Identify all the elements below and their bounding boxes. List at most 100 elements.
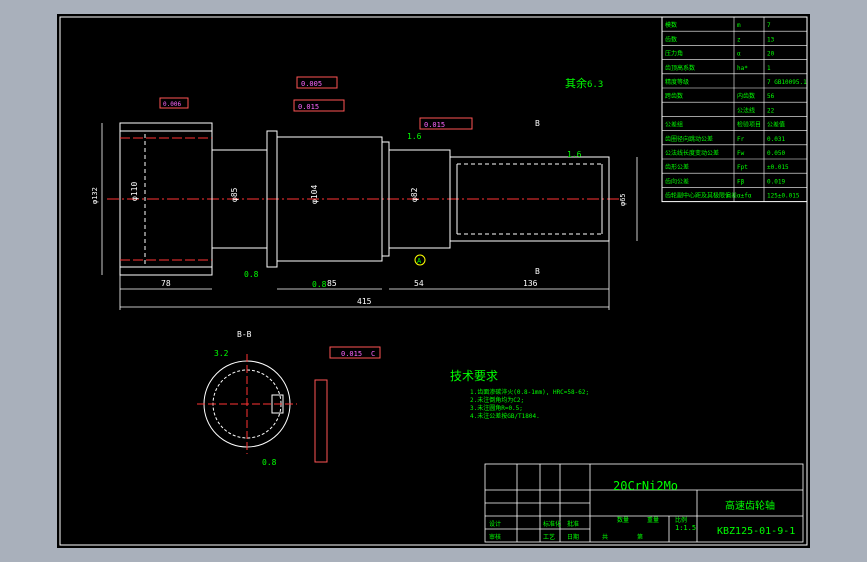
- rough-e: 3.2: [214, 349, 229, 358]
- note-line: 4.未注公差按GB/T1804.: [470, 412, 540, 420]
- dim-85: 85: [327, 279, 337, 288]
- runout-4: 0.006: [163, 101, 181, 108]
- param-cell: 7 GB10095.1: [767, 79, 807, 86]
- dim-d85: φ85: [230, 187, 239, 202]
- tolerance-box-2: [293, 99, 345, 112]
- dim-total-left: φ132: [91, 187, 99, 204]
- param-cell: Fr: [737, 136, 745, 143]
- datum-a: A: [417, 257, 422, 265]
- rough-a: 1.6: [407, 132, 422, 141]
- inner-border: [59, 16, 808, 546]
- param-cell: 内齿数: [737, 92, 755, 100]
- param-cell: 0.031: [767, 136, 785, 143]
- param-cell: 22: [767, 107, 775, 114]
- runout-1: 0.005: [301, 80, 322, 88]
- param-cell: ha*: [737, 65, 748, 72]
- param-cell: 模数: [665, 21, 677, 29]
- param-cell: 20: [767, 51, 775, 58]
- tolerance-box-4: [159, 97, 189, 109]
- param-cell: 公差组: [665, 121, 683, 129]
- param-cell: 13: [767, 36, 775, 43]
- tolerance-box-3: [419, 117, 473, 130]
- param-cell: α±fα: [737, 193, 752, 200]
- param-cell: 56: [767, 93, 775, 100]
- drawing-sheet: 模数 m 7 齿数 z 13 压力角 α 20 齿顶高系数 ha* 1 精度等级 7 GB10095.1 跨…: [57, 14, 810, 548]
- flat-value: 0.015: [341, 350, 362, 358]
- rough-main: 6.3: [587, 80, 603, 90]
- title-block-text: 20CrNi2Mo 高速齿轮轴 KBZ125-01-9-1 1:1.5 比例 重…: [489, 479, 795, 541]
- param-cell: 跨齿数: [665, 92, 683, 100]
- param-cell: Fw: [737, 150, 745, 157]
- param-cell: 精度等级: [665, 78, 689, 86]
- title-block: [484, 463, 804, 543]
- datum-a-circle: [414, 254, 426, 266]
- rough-c: 0.8: [244, 270, 259, 279]
- datum-c: C: [371, 350, 375, 358]
- param-cell: 齿顶高系数: [665, 64, 695, 72]
- of-label: 第: [637, 533, 643, 541]
- tolerance-box-1: [296, 76, 338, 89]
- param-cell: 压力角: [665, 50, 683, 58]
- rough-f: 0.8: [262, 458, 277, 467]
- part-code: KBZ125-01-9-1: [717, 526, 795, 537]
- standard-label: 标准化: [543, 520, 561, 528]
- part-name: 高速齿轮轴: [725, 499, 775, 512]
- param-cell: 0.019: [767, 178, 785, 185]
- parameter-table: 模数 m 7 齿数 z 13 压力角 α 20 齿顶高系数 ha* 1 精度等级 7 GB10095.1 跨…: [661, 16, 808, 203]
- param-cell: 齿圈径向跳动公差: [665, 135, 713, 143]
- material: 20CrNi2Mo: [613, 479, 678, 493]
- section-view: B-B 0.015 C: [197, 330, 381, 463]
- dim-54: 54: [414, 279, 424, 288]
- gear-body: [119, 122, 213, 276]
- sheet-label: 共: [602, 533, 608, 541]
- param-cell: α: [737, 51, 741, 58]
- dimension-lines: [101, 123, 638, 310]
- param-cell: 公法线: [737, 106, 755, 114]
- process-label: 工艺: [543, 533, 555, 541]
- dim-d110: φ110: [130, 182, 139, 201]
- param-cell: m: [737, 22, 741, 29]
- shaft-main-view: [107, 122, 622, 276]
- param-cell: 齿轮副中心距及其极限偏差: [665, 192, 737, 200]
- rough-b: 1.6: [567, 150, 582, 159]
- runout-2: 0.015: [298, 103, 319, 111]
- param-cell: z: [737, 36, 741, 43]
- dim-136: 136: [523, 279, 538, 288]
- param-cell: 125±0.015: [767, 193, 800, 200]
- dim-78: 78: [161, 279, 171, 288]
- param-cell: 0.050: [767, 150, 785, 157]
- notes-title: 技术要求: [450, 369, 498, 383]
- param-cell: ±0.015: [767, 164, 789, 171]
- scale: 1:1.5: [675, 524, 696, 532]
- dim-d65: φ65: [619, 193, 627, 206]
- note-line: 1.齿面渗碳淬火(0.8-1mm), HRC=58-62;: [470, 388, 589, 396]
- param-cell: 公法线长度变动公差: [665, 149, 719, 157]
- ratio-label: 比例: [675, 516, 687, 524]
- param-cell: Fβ: [737, 178, 745, 185]
- flat-tolerance: [329, 346, 381, 359]
- approve-label: 批准: [567, 520, 579, 528]
- param-cell: 齿数: [665, 35, 677, 43]
- count-label: 数量: [617, 516, 629, 524]
- param-cell: 1: [767, 65, 771, 72]
- vertical-tolerance: [314, 379, 328, 463]
- date-label: 日期: [567, 533, 579, 541]
- note-line: 2.未注倒角均为C2;: [470, 396, 524, 404]
- dim-d82: φ82: [410, 187, 419, 202]
- param-cell: 齿形公差: [665, 163, 689, 171]
- param-cell: Fpt: [737, 164, 748, 171]
- technical-notes: 技术要求 1.齿面渗碳淬火(0.8-1mm), HRC=58-62;2.未注倒角…: [450, 369, 589, 420]
- param-cell: 检验项目: [737, 121, 761, 129]
- section-label: B-B: [237, 330, 252, 339]
- runout-3: 0.015: [424, 121, 445, 129]
- param-cell: 公差值: [767, 121, 785, 129]
- rough-d: 0.8: [312, 280, 327, 289]
- param-cell: 齿向公差: [665, 177, 689, 185]
- check-label: 审核: [489, 533, 501, 541]
- param-cell: 7: [767, 22, 771, 29]
- engineering-drawing: 模数 m 7 齿数 z 13 压力角 α 20 齿顶高系数 ha* 1 精度等级 7 GB10095.1 跨…: [59, 16, 808, 546]
- note-line: 3.未注圆角R=0.5;: [470, 404, 523, 412]
- annotations: 其余 6.3 1.6 1.6 0.8 0.8 3.2 0.8 0.005 0.0…: [159, 76, 603, 467]
- datum-b-bottom: B: [535, 267, 540, 276]
- dim-d104: φ104: [310, 185, 319, 204]
